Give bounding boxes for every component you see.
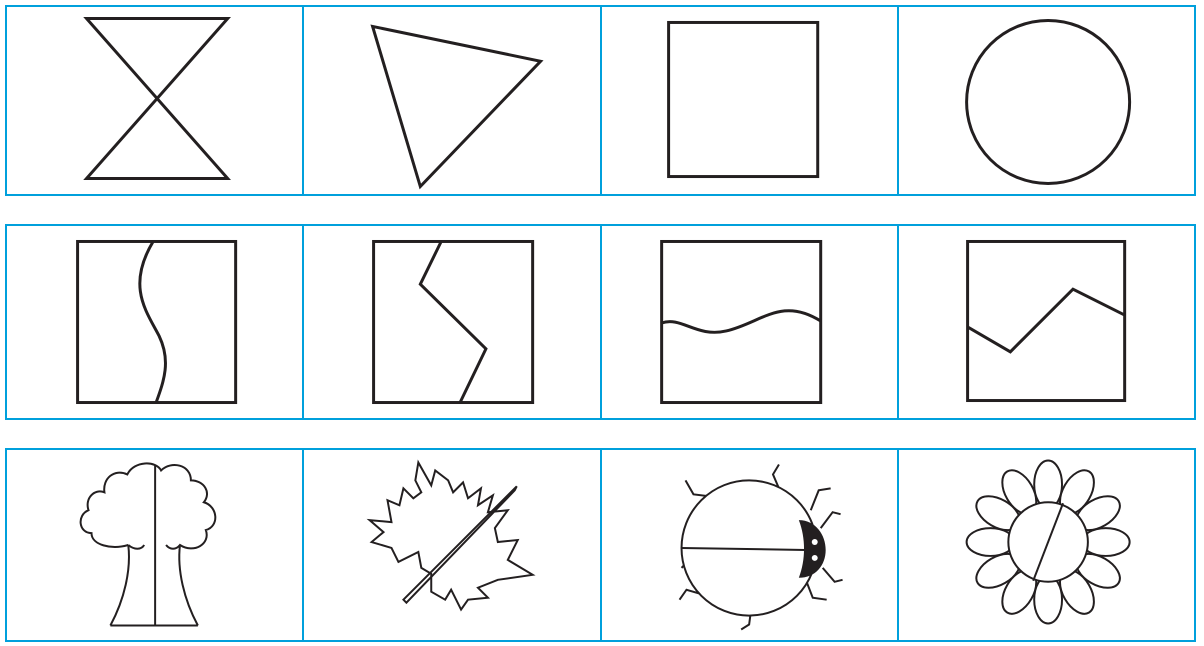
- square-wavy-split: [602, 226, 897, 418]
- pictures-row: [5, 448, 1196, 642]
- shapes-row: [5, 5, 1196, 196]
- split-squares-row: [5, 224, 1196, 420]
- wavy-split-cell[interactable]: [602, 226, 899, 418]
- square-shape: [602, 7, 897, 194]
- ladybug-cell[interactable]: [602, 450, 899, 640]
- maple-leaf-cell[interactable]: [304, 450, 601, 640]
- ladybug-picture: [602, 450, 897, 640]
- flower-picture: [899, 450, 1194, 640]
- flower-petal: [1082, 528, 1130, 556]
- maple-leaf-picture: [304, 450, 599, 640]
- flower-petal: [1034, 461, 1062, 509]
- circle-shape: [899, 7, 1194, 194]
- square-curved-split: [7, 226, 302, 418]
- angled-split-cell[interactable]: [899, 226, 1194, 418]
- hourglass-cell[interactable]: [7, 7, 304, 194]
- curved-split-cell[interactable]: [7, 226, 304, 418]
- triangle-shape: [304, 7, 599, 194]
- flower-petal: [966, 528, 1014, 556]
- hourglass-shape: [7, 7, 302, 194]
- zigzag-split-cell[interactable]: [304, 226, 601, 418]
- square-angled-split: [899, 226, 1194, 418]
- square-cell[interactable]: [602, 7, 899, 194]
- circle-cell[interactable]: [899, 7, 1194, 194]
- tree-cell[interactable]: [7, 450, 304, 640]
- flower-petal: [1034, 576, 1062, 624]
- flower-cell[interactable]: [899, 450, 1194, 640]
- square-zigzag-split: [304, 226, 599, 418]
- tree-picture: [7, 450, 302, 640]
- triangle-cell[interactable]: [304, 7, 601, 194]
